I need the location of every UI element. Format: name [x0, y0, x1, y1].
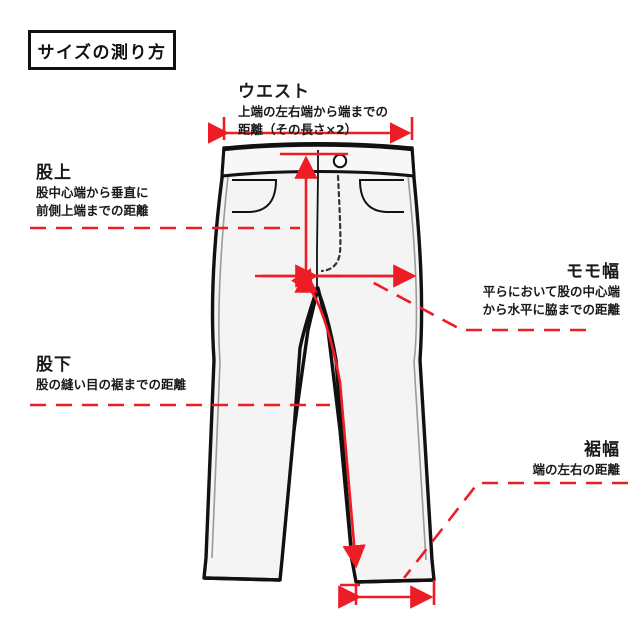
measurement-title-rise: 股上: [36, 163, 72, 183]
left-side-seam: [211, 175, 229, 559]
measurement-label-thigh: モモ幅 平らにおいて股の中心端 から水平に脇までの距離: [450, 262, 620, 320]
waist-measure-marker: [207, 117, 414, 144]
measurement-desc-rise-line2: 前側上端までの距離: [36, 203, 149, 219]
measurement-title-hem: 裾幅: [584, 440, 620, 460]
measurement-label-inseam: 股下 股の縫い目の裾までの距離: [36, 355, 186, 394]
right-front-pocket: [358, 179, 404, 213]
measurement-title-inseam: 股下: [36, 355, 72, 375]
measurement-desc-hem-line1: 端の左右の距離: [532, 462, 620, 478]
measurement-desc-thigh-line1: 平らにおいて股の中心端: [482, 284, 620, 300]
measurement-desc-waist-line1: 上端の左右端から端までの: [238, 104, 389, 120]
pants-outline: [202, 146, 436, 584]
measurement-desc-waist-line2: 距離（その長さ×2）: [238, 122, 358, 138]
measurement-desc-thigh-line2: から水平に脇までの距離: [482, 302, 620, 318]
measurement-label-hem: 裾幅 端の左右の距離: [470, 440, 620, 479]
measurement-desc-inseam-line1: 股の縫い目の裾までの距離: [36, 377, 187, 393]
diagram-title-box: サイズの測り方: [28, 30, 176, 70]
measurement-label-rise: 股上 股中心端から垂直に 前側上端までの距離: [36, 163, 149, 221]
diagram-title: サイズの測り方: [37, 42, 167, 63]
thigh-leader-line: [371, 280, 586, 332]
measurement-label-waist: ウエスト 上端の左右端から端までの 距離（その長さ×2）: [238, 82, 388, 140]
right-side-seam: [407, 175, 427, 561]
center-front-seam: [316, 150, 319, 288]
hem-leader-line: [402, 481, 628, 579]
measurement-title-thigh: モモ幅: [566, 262, 620, 282]
measurement-title-waist: ウエスト: [238, 82, 310, 102]
left-front-pocket: [232, 179, 278, 213]
measurement-desc-rise-line1: 股中心端から垂直に: [36, 185, 149, 201]
left-hem: [203, 576, 281, 582]
waistband-top-edge: [223, 144, 413, 152]
right-hem: [355, 578, 435, 584]
pants-body: [202, 142, 436, 584]
hem-measure-marker: [338, 481, 628, 609]
inseam-measure-marker: [30, 268, 366, 569]
waist-button-icon: [332, 153, 348, 169]
